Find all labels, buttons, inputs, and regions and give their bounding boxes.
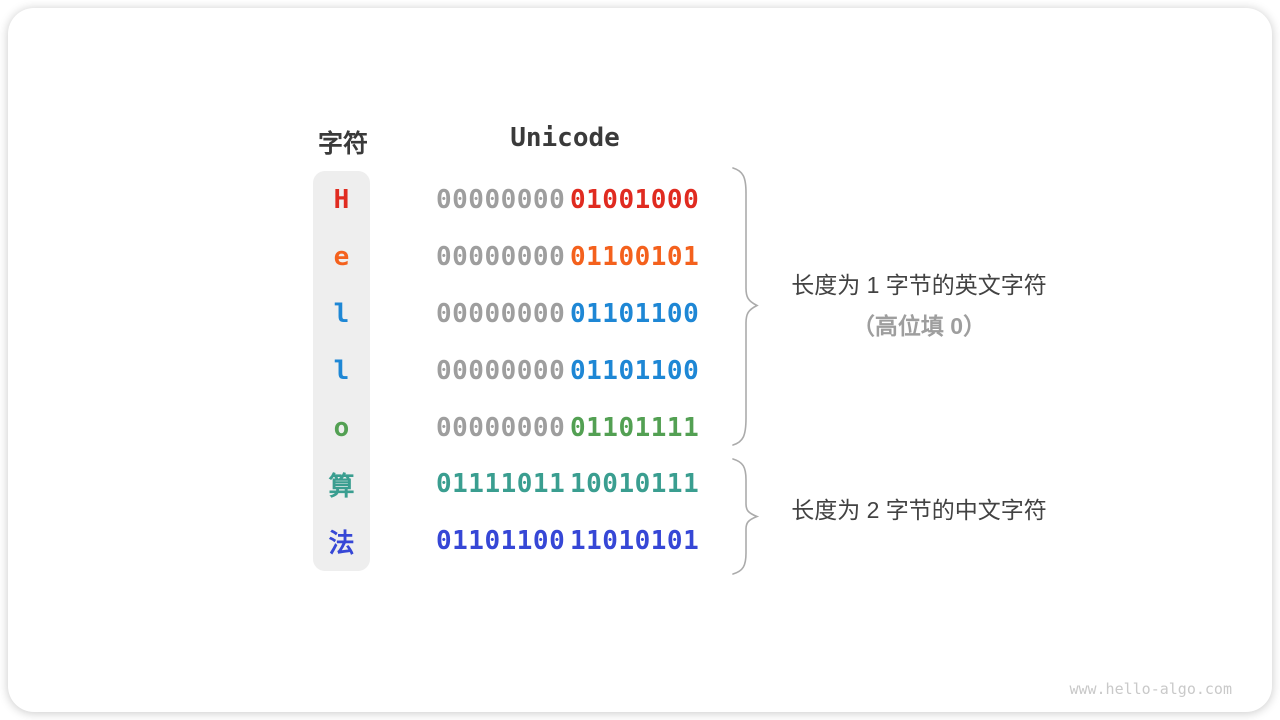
unicode-byte-low: 01001000 <box>570 185 700 215</box>
character-cell: l <box>333 356 350 386</box>
unicode-byte-high: 01111011 <box>436 469 566 499</box>
unicode-byte-high: 00000000 <box>436 242 566 272</box>
unicode-byte-high: 00000000 <box>436 299 566 329</box>
unicode-byte-high: 00000000 <box>436 356 566 386</box>
unicode-byte-low: 11010101 <box>570 526 700 556</box>
character-cell: o <box>333 413 350 443</box>
unicode-byte-low: 01101100 <box>570 299 700 329</box>
watermark-url: www.hello-algo.com <box>1069 680 1232 698</box>
table-row: e 00000000 01100101 <box>8 230 1280 284</box>
unicode-byte-low: 01101100 <box>570 356 700 386</box>
brace-2byte-group <box>728 457 762 576</box>
brace-1byte-group <box>728 166 762 447</box>
column-header-char: 字符 <box>317 130 368 158</box>
unicode-byte-low: 01100101 <box>570 242 700 272</box>
character-cell: H <box>333 185 350 215</box>
unicode-byte-high: 01101100 <box>436 526 566 556</box>
annotation-chinese-chars: 长度为 2 字节的中文字符 <box>791 497 1047 523</box>
unicode-byte-low: 10010111 <box>570 469 700 499</box>
unicode-byte-high: 00000000 <box>436 413 566 443</box>
character-cell: 算 <box>328 471 355 502</box>
unicode-byte-high: 00000000 <box>436 185 566 215</box>
table-row: l 00000000 01101100 <box>8 344 1280 398</box>
annotation-english-chars: 长度为 1 字节的英文字符 <box>791 272 1047 298</box>
table-row: H 00000000 01001000 <box>8 173 1280 227</box>
char-column-strip <box>313 171 370 571</box>
table-row: 法 01101100 11010101 <box>8 514 1280 568</box>
diagram-card: 字符 Unicode H 00000000 01001000 e 0000000… <box>8 8 1272 712</box>
table-row: o 00000000 01101111 <box>8 401 1280 455</box>
table-row: 算 01111011 10010111 <box>8 457 1280 511</box>
unicode-byte-low: 01101111 <box>570 413 700 443</box>
table-row: l 00000000 01101100 <box>8 287 1280 341</box>
character-cell: 法 <box>328 528 355 559</box>
column-header-unicode: Unicode <box>510 123 620 153</box>
annotation-high-bits-zero: （高位填 0） <box>851 313 987 339</box>
character-cell: l <box>333 299 350 329</box>
character-cell: e <box>333 242 350 272</box>
